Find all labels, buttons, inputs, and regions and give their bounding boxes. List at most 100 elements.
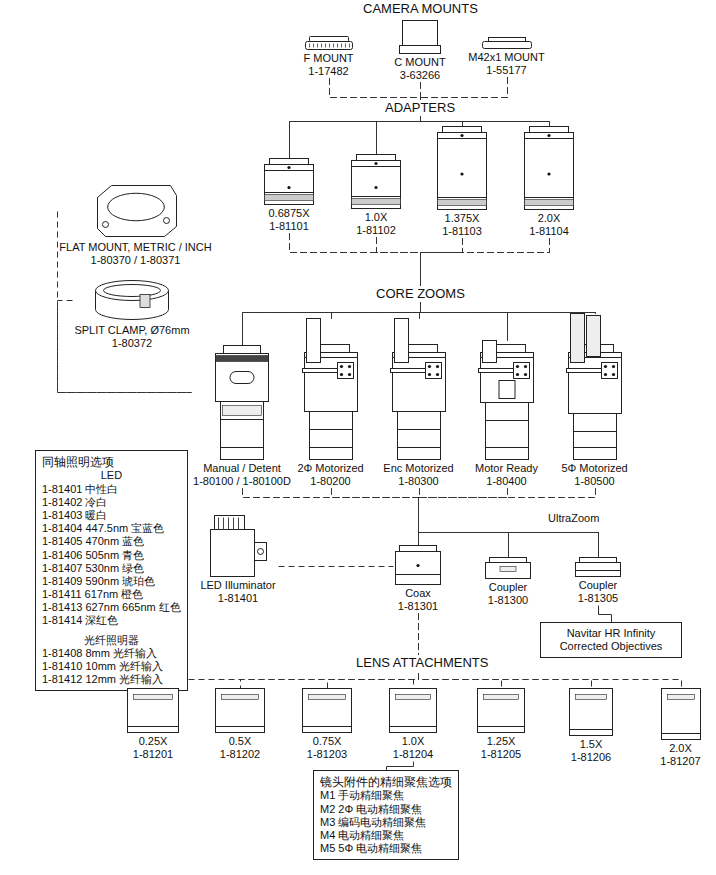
part-outline: [224, 346, 261, 354]
part-outline: [400, 546, 437, 552]
part-outline: [317, 44, 318, 48]
product-item: 1.25X1-81205: [475, 688, 527, 761]
part-outline: [96, 281, 169, 301]
part-outline: [309, 44, 310, 48]
part-outline: [576, 570, 621, 571]
part-outline: [547, 172, 550, 175]
part-number: 1-80200: [295, 475, 366, 488]
part-outline: [438, 133, 487, 210]
part-outline: [425, 363, 441, 379]
part-outline: [484, 695, 519, 700]
part-outline: [525, 133, 574, 210]
box-line: 1-81410 10mm 光纤输入: [42, 660, 181, 673]
part-outline: [396, 695, 431, 700]
note-box: Navitar HR Infinity Corrected Objectives: [540, 622, 682, 658]
part-outline: [547, 134, 550, 137]
product-item: 2.0X1-81207: [658, 688, 703, 768]
product-item: 1.0X1-81102: [348, 154, 404, 237]
product-illustration: [398, 20, 442, 54]
connector: [414, 614, 419, 689]
part-name: 2.0X: [658, 742, 703, 755]
part-outline: [305, 42, 352, 50]
product-illustration: [390, 318, 448, 460]
part-outline: [661, 689, 700, 740]
part-name: 1.0X: [387, 735, 439, 748]
part-outline: [601, 363, 617, 379]
part-outline: [490, 558, 527, 563]
part-outline: [530, 127, 569, 133]
part-number: 1-81401: [198, 592, 278, 605]
part-outline: [580, 558, 617, 563]
part-outline: [500, 567, 516, 572]
part-outline: [513, 363, 529, 379]
product-illustration: [213, 345, 271, 460]
connector: [330, 79, 421, 155]
section-heading: LENS ATTACHMENTS: [353, 655, 491, 671]
part-outline: [345, 44, 346, 48]
part-name: 1.375X: [434, 212, 490, 225]
product-item: C MOUNT3-63266: [392, 20, 448, 82]
box-line: LED: [42, 469, 181, 482]
part-name: Manual / Detent: [191, 462, 293, 475]
product-illustration: [263, 158, 315, 205]
product-illustration: [661, 688, 701, 740]
part-outline: [478, 726, 525, 727]
part-outline: [525, 200, 574, 206]
product-illustration: [477, 688, 525, 733]
part-outline: [374, 162, 377, 165]
part-outline: [611, 365, 614, 368]
part-outline: [586, 316, 600, 357]
box-line: M2 2Φ 电动精细聚焦: [320, 803, 452, 816]
part-outline: [573, 447, 616, 448]
part-outline: [339, 365, 342, 368]
part-outline: [396, 546, 441, 585]
box-line: 1-81404 447.5nm 宝蓝色: [42, 522, 181, 535]
part-outline: [570, 729, 613, 730]
part-outline: [397, 429, 440, 430]
part-outline: [265, 170, 314, 171]
part-outline: [390, 319, 445, 460]
connector: [290, 79, 421, 159]
product-illustration: [215, 688, 265, 733]
part-outline: [611, 373, 614, 376]
part-outline: [570, 314, 584, 363]
part-outline: [333, 44, 334, 48]
part-name: 5Φ Motorized: [559, 462, 630, 475]
product-illustration: [350, 154, 402, 209]
part-outline: [438, 200, 487, 206]
part-outline: [265, 165, 314, 205]
part-outline: [339, 373, 342, 376]
product-illustration: [523, 126, 575, 210]
part-name: Coax: [393, 587, 443, 600]
product-item: 1.0X1-81204: [387, 688, 439, 761]
product-item: SPLIT CLAMP, Ø76mm1-80372: [72, 278, 192, 350]
part-outline: [352, 199, 401, 205]
part-outline: [221, 402, 264, 460]
connector: [377, 238, 596, 314]
part-outline: [321, 44, 322, 48]
product-item: Motor Ready1-80400: [473, 340, 540, 488]
box-line: 1-81408 8mm 光纤输入: [42, 647, 181, 660]
part-outline: [478, 689, 525, 733]
box-line: M5 5Φ 电动精细聚焦: [320, 842, 452, 855]
part-outline: [390, 689, 437, 733]
part-outline: [303, 726, 352, 727]
part-outline: [357, 155, 396, 161]
part-outline: [221, 447, 264, 448]
part-name: 2Φ Motorized: [295, 462, 366, 475]
part-outline: [603, 365, 606, 368]
connector: [290, 234, 596, 314]
section-heading: CORE ZOOMS: [373, 286, 468, 302]
part-outline: [270, 159, 309, 165]
box-line: M1 手动精细聚焦: [320, 789, 452, 802]
box-line: 1-81402 冷白: [42, 496, 181, 509]
part-outline: [486, 558, 531, 579]
connector: [420, 239, 550, 319]
part-outline: [525, 127, 574, 210]
part-name: SPLIT CLAMP, Ø76mm: [72, 324, 192, 337]
part-number: 1-81203: [300, 748, 354, 761]
connector: [419, 614, 502, 689]
part-outline: [390, 726, 437, 727]
part-outline: [667, 695, 694, 700]
